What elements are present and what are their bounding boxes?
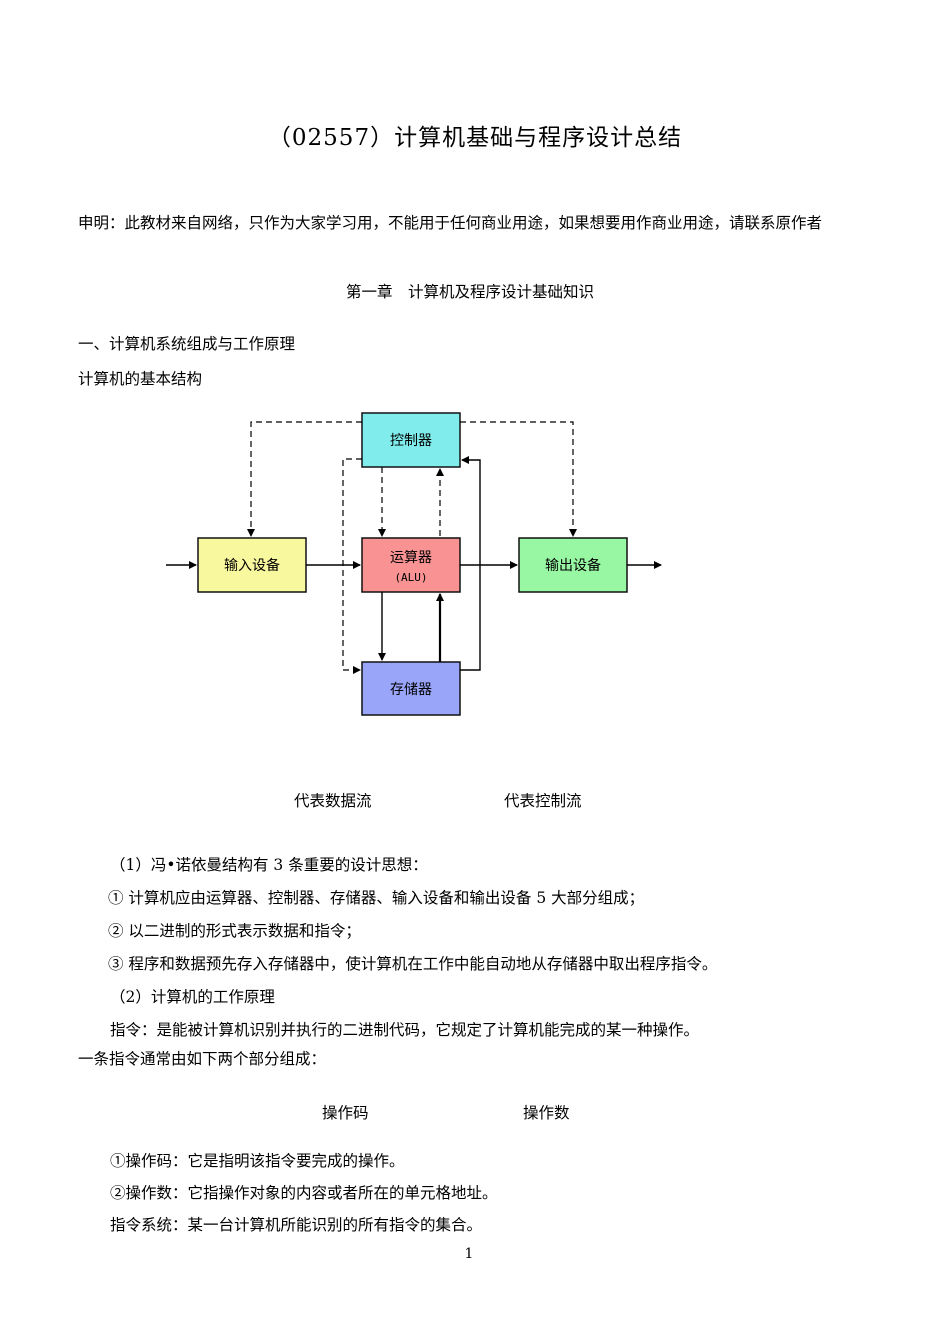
operand-label: 操作数 <box>523 1104 570 1122</box>
operand-definition: ②操作数：它指操作对象的内容或者所在的单元格地址。 <box>110 1184 498 1202</box>
controller-label: 控制器 <box>390 433 432 449</box>
instruction-definition: 指令：是能被计算机识别并执行的二进制代码，它规定了计算机能完成的某一种操作。 <box>110 1021 700 1039</box>
instruction-system-definition: 指令系统：某一台计算机所能识别的所有指令的集合。 <box>110 1216 483 1234</box>
data-flow-arrows <box>166 456 662 671</box>
instruction-composition: 一条指令通常由如下两个部分组成： <box>78 1050 327 1068</box>
alu-box: 运算器 (ALU) <box>361 537 461 593</box>
alu-sub-label: (ALU) <box>394 571 427 584</box>
idea-item: ② 以二进制的形式表示数据和指令； <box>108 922 361 940</box>
alu-label: 运算器 <box>390 550 432 566</box>
chapter-title: 第一章 计算机及程序设计基础知识 <box>345 283 594 301</box>
declaration-text: 申明：此教材来自网络，只作为大家学习用，不能用于任何商业用途，如果想要用作商业用… <box>78 214 823 232</box>
memory-label: 存储器 <box>390 682 432 698</box>
control-flow-arrows <box>247 421 577 674</box>
idea-item: ③ 程序和数据预先存入存储器中，使计算机在工作中能自动地从存储器中取出程序指令。 <box>108 955 718 973</box>
input-device-label: 输入设备 <box>224 557 280 574</box>
output-device-label: 输出设备 <box>545 557 601 574</box>
legend-control-flow: 代表控制流 <box>504 792 582 810</box>
memory-box: 存储器 <box>361 661 461 716</box>
computer-structure-diagram: 控制器 运算器 (ALU) 输入设备 输出设备 存储器 <box>166 412 662 716</box>
opcode-label: 操作码 <box>322 1104 369 1122</box>
legend-data-flow: 代表数据流 <box>294 792 372 810</box>
opcode-definition: ①操作码：它是指明该指令要完成的操作。 <box>110 1152 405 1170</box>
page-number: 1 <box>464 1246 474 1262</box>
working-principle-heading: （2）计算机的工作原理 <box>110 988 275 1006</box>
document-title: （02557）计算机基础与程序设计总结 <box>267 125 683 151</box>
idea-item: ① 计算机应由运算器、控制器、存储器、输入设备和输出设备 5 大部分组成； <box>108 889 645 907</box>
section-heading: 一、计算机系统组成与工作原理 <box>78 335 296 353</box>
output-device-box: 输出设备 <box>518 537 628 593</box>
controller-box: 控制器 <box>361 412 461 468</box>
input-device-box: 输入设备 <box>197 537 307 593</box>
von-neumann-intro: （1）冯•诺依曼结构有 3 条重要的设计思想： <box>110 856 428 874</box>
basic-structure-label: 计算机的基本结构 <box>78 370 203 388</box>
